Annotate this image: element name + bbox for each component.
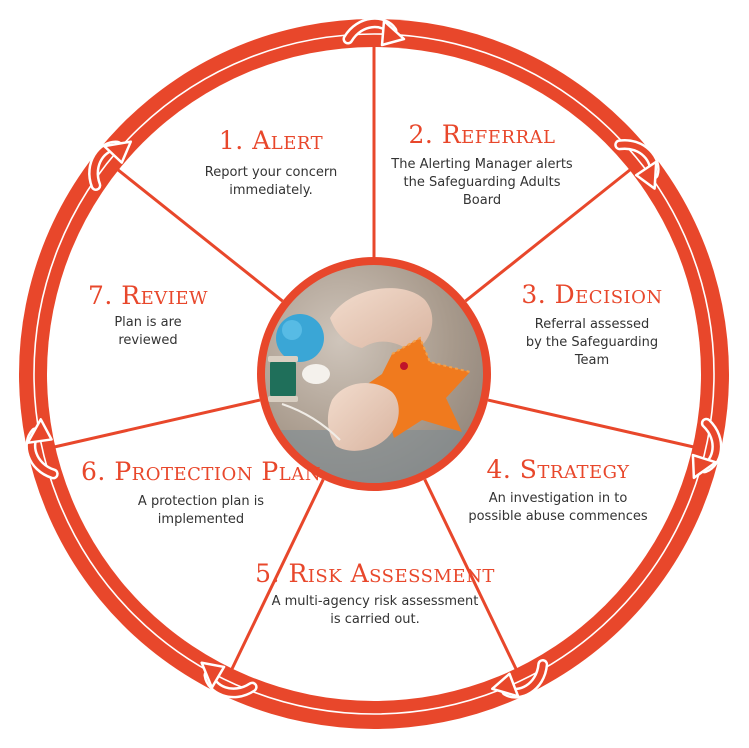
divider-spoke bbox=[423, 478, 518, 671]
divider-spokes bbox=[53, 46, 695, 671]
cycle-arrow-icon bbox=[614, 139, 660, 190]
stage-protection-plan: 6. Protection Plan A protection plan is … bbox=[81, 457, 321, 527]
stage-desc-line: Plan is are bbox=[114, 315, 181, 330]
stage-desc-line: possible abuse commences bbox=[468, 509, 648, 524]
stage-decision: 3. Decision Referral assessed by the Saf… bbox=[521, 280, 662, 368]
stage-review: 7. Review Plan is are reviewed bbox=[88, 281, 208, 348]
stage-desc-line: Team bbox=[574, 353, 609, 368]
stage-desc-line: Referral assessed bbox=[535, 317, 650, 332]
stage-title: 2. Referral bbox=[409, 120, 556, 149]
cycle-arrow-icon bbox=[200, 661, 258, 699]
stage-desc-line: An investigation in to bbox=[489, 491, 628, 506]
divider-spoke bbox=[487, 398, 695, 449]
stage-desc-line: Board bbox=[463, 193, 501, 208]
cycle-arrow-icon bbox=[691, 417, 723, 480]
cycle-arrows bbox=[25, 17, 723, 699]
stage-referral: 2. Referral The Alerting Manager alerts … bbox=[390, 120, 573, 208]
stage-risk-assessment: 5. Risk Assessment A multi-agency risk a… bbox=[255, 559, 495, 627]
stage-desc-line: by the Safeguarding bbox=[526, 335, 658, 350]
cycle-arrow-icon bbox=[25, 418, 59, 480]
cycle-arrow-icon bbox=[88, 140, 133, 191]
stage-desc-line: A multi-agency risk assessment bbox=[272, 594, 479, 609]
divider-spoke bbox=[230, 478, 325, 671]
stage-desc-line: immediately. bbox=[229, 183, 312, 198]
stage-desc-line: implemented bbox=[158, 512, 244, 527]
stage-title: 6. Protection Plan bbox=[81, 457, 321, 486]
cycle-arrow-icon bbox=[491, 659, 549, 699]
stage-desc-line: A protection plan is bbox=[138, 494, 264, 509]
divider-spoke bbox=[116, 168, 284, 303]
stage-desc-line: is carried out. bbox=[330, 612, 420, 627]
stage-desc-line: the Safeguarding Adults bbox=[404, 175, 561, 190]
stage-alert: 1. Alert Report your concern immediately… bbox=[205, 126, 337, 198]
stage-title: 4. Strategy bbox=[486, 455, 630, 484]
stage-title: 5. Risk Assessment bbox=[255, 559, 495, 588]
stage-title: 3. Decision bbox=[521, 280, 662, 309]
stage-strategy: 4. Strategy An investigation in to possi… bbox=[468, 455, 648, 524]
divider-spoke bbox=[464, 168, 632, 303]
stage-title: 1. Alert bbox=[219, 126, 323, 155]
stage-desc-line: The Alerting Manager alerts bbox=[390, 157, 573, 172]
stage-desc-line: reviewed bbox=[118, 333, 177, 348]
center-photo bbox=[257, 257, 491, 491]
cycle-arrow-icon bbox=[342, 17, 406, 47]
stage-title: 7. Review bbox=[88, 281, 208, 310]
stage-desc-line: Report your concern bbox=[205, 165, 337, 180]
divider-spoke bbox=[53, 398, 261, 449]
